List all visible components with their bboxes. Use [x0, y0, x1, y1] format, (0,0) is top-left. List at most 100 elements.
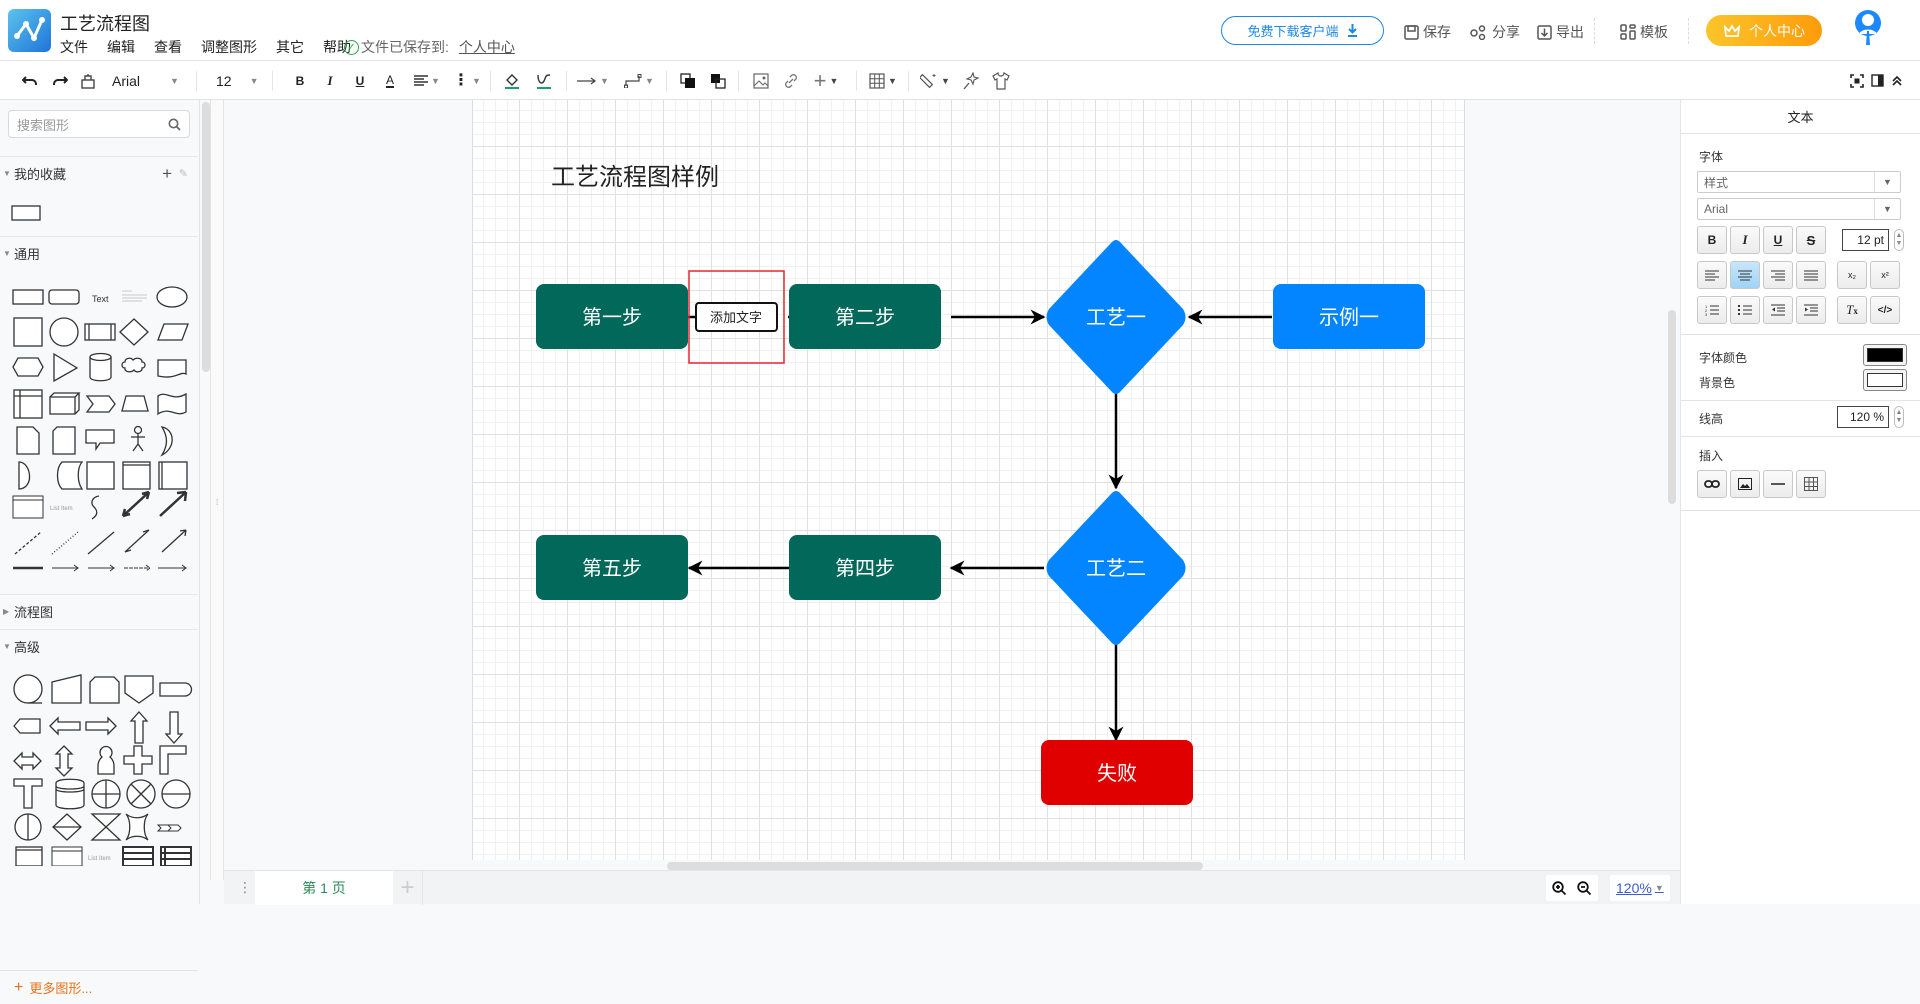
section-favorites[interactable]: ▼ 我的收藏 + ✎	[0, 156, 198, 190]
magic-wand-button[interactable]: ▼	[918, 61, 952, 100]
section-flowchart[interactable]: ▶ 流程图	[0, 594, 198, 628]
user-avatar[interactable]	[1852, 9, 1884, 49]
more-format-button[interactable]: ⋮▼	[452, 61, 482, 100]
insert-image-panel-button[interactable]	[1730, 470, 1760, 498]
bold-button[interactable]: B	[290, 61, 310, 100]
menu-view[interactable]: 查看	[154, 39, 182, 55]
line-height-input[interactable]: 120 %	[1837, 406, 1889, 428]
italic-button[interactable]: I	[320, 61, 340, 100]
menu-edit[interactable]: 编辑	[107, 39, 135, 55]
theme-button[interactable]	[990, 61, 1012, 100]
fill-color-button[interactable]	[500, 61, 524, 100]
export-button[interactable]: 导出	[1537, 22, 1584, 42]
page-tab-1[interactable]: 第 1 页	[255, 871, 393, 905]
underline-button[interactable]: U	[350, 61, 370, 100]
html-source-button[interactable]: </>	[1870, 296, 1900, 324]
selection-box[interactable]	[688, 270, 785, 364]
node-process1[interactable]: 工艺一	[1046, 240, 1186, 394]
insert-link-button[interactable]	[781, 61, 801, 100]
panel-bold-button[interactable]: B	[1697, 226, 1727, 254]
section-advanced[interactable]: ▼ 高级	[0, 629, 198, 663]
sidebar-scrollbar[interactable]	[202, 102, 210, 372]
save-button[interactable]: 保存	[1404, 22, 1451, 42]
canvas-vertical-scrollbar[interactable]	[1668, 310, 1676, 504]
unordered-list-button[interactable]	[1730, 296, 1760, 324]
app-logo[interactable]	[8, 9, 51, 52]
document-title[interactable]: 工艺流程图	[60, 14, 150, 34]
bring-to-front-button[interactable]	[678, 61, 698, 100]
canvas-horizontal-scrollbar[interactable]	[667, 862, 1203, 870]
node-example1[interactable]: 示例一	[1273, 284, 1425, 349]
insert-table-panel-button[interactable]	[1796, 470, 1826, 498]
background-color-swatch[interactable]	[1863, 369, 1907, 391]
node-step5[interactable]: 第五步	[536, 535, 688, 600]
add-favorite-icon[interactable]: +	[162, 163, 172, 183]
panel-italic-button[interactable]: I	[1730, 226, 1760, 254]
font-family-select[interactable]: Arial▼	[112, 61, 192, 100]
node-step4[interactable]: 第四步	[789, 535, 941, 600]
indent-button[interactable]	[1796, 296, 1826, 324]
edit-pencil-icon[interactable]: ✎	[178, 168, 188, 180]
send-to-back-button[interactable]	[708, 61, 728, 100]
menu-file[interactable]: 文件	[60, 39, 88, 55]
clear-format-button[interactable]: Tx	[1837, 296, 1867, 324]
line-color-button[interactable]	[532, 61, 556, 100]
superscript-button[interactable]: x²	[1870, 261, 1900, 289]
table-button[interactable]: ▼	[866, 61, 900, 100]
insert-link-panel-button[interactable]	[1697, 470, 1727, 498]
align-right-button[interactable]	[1763, 261, 1793, 289]
saved-location-link[interactable]: 个人中心	[458, 39, 515, 55]
font-style-select[interactable]: 样式 ▼	[1697, 171, 1901, 193]
node-fail[interactable]: 失败	[1041, 740, 1193, 805]
diagram-canvas[interactable]: 工艺流程图样例 第一步 第二步 添加文字	[224, 100, 1680, 870]
align-center-button[interactable]	[1730, 261, 1760, 289]
collapse-toolbar-button[interactable]	[1888, 61, 1906, 100]
download-client-button[interactable]: 免费下载客户端	[1221, 16, 1384, 45]
format-painter-button[interactable]	[78, 61, 98, 100]
connector-style-button[interactable]: ▼	[622, 61, 656, 100]
font-size-input[interactable]: 12 pt	[1842, 229, 1889, 251]
node-text-label[interactable]: 添加文字	[695, 302, 778, 332]
share-button[interactable]: 分享	[1470, 22, 1520, 42]
section-general[interactable]: ▼ 通用	[0, 236, 198, 270]
diagram-page[interactable]: 工艺流程图样例 第一步 第二步 添加文字	[472, 100, 1465, 860]
shape-rectangle[interactable]	[10, 204, 42, 222]
align-justify-button[interactable]	[1796, 261, 1826, 289]
panel-underline-button[interactable]: U	[1763, 226, 1793, 254]
shape-search-input[interactable]: 搜索图形	[8, 110, 190, 138]
node-step2[interactable]: 第二步	[789, 284, 941, 349]
subscript-button[interactable]: x₂	[1837, 261, 1867, 289]
add-page-button[interactable]: +	[393, 871, 423, 905]
template-button[interactable]: 模板	[1620, 22, 1668, 42]
font-family-panel-select[interactable]: Arial ▼	[1697, 198, 1901, 220]
insert-image-button[interactable]	[751, 61, 771, 100]
font-size-select[interactable]: 12▼	[216, 61, 266, 100]
personal-center-button[interactable]: 个人中心	[1706, 15, 1822, 46]
node-process2[interactable]: 工艺二	[1046, 491, 1186, 645]
node-step1[interactable]: 第一步	[536, 284, 688, 349]
align-button[interactable]: ▼	[410, 61, 444, 100]
align-left-button[interactable]	[1697, 261, 1727, 289]
more-shapes-button[interactable]: + 更多图形...	[0, 970, 198, 1004]
insert-button[interactable]: +▼	[808, 61, 844, 100]
font-color-button[interactable]: A	[380, 61, 400, 100]
connector-arrow-button[interactable]: ▼	[576, 61, 610, 100]
zoom-level-select[interactable]: 120% ▼	[1610, 875, 1670, 901]
toggle-panel-button[interactable]	[1868, 61, 1886, 100]
zoom-in-icon[interactable]	[1552, 880, 1567, 896]
outdent-button[interactable]	[1763, 296, 1793, 324]
format-panel-tab-text[interactable]: 文本	[1681, 100, 1920, 134]
page-menu-icon[interactable]: ⋮	[238, 879, 252, 895]
diagram-title[interactable]: 工艺流程图样例	[551, 164, 719, 191]
font-size-stepper[interactable]: ▲▼	[1894, 229, 1904, 251]
zoom-out-icon[interactable]	[1577, 880, 1592, 896]
menu-arrange[interactable]: 调整图形	[201, 39, 257, 55]
redo-button[interactable]	[50, 61, 70, 100]
panel-strikethrough-button[interactable]: S	[1796, 226, 1826, 254]
line-height-stepper[interactable]: ▲▼	[1894, 406, 1904, 428]
fullscreen-button[interactable]	[1848, 61, 1866, 100]
undo-button[interactable]	[20, 61, 40, 100]
sidebar-resize-handle[interactable]: ⁞	[210, 100, 224, 880]
insert-hr-button[interactable]	[1763, 470, 1793, 498]
